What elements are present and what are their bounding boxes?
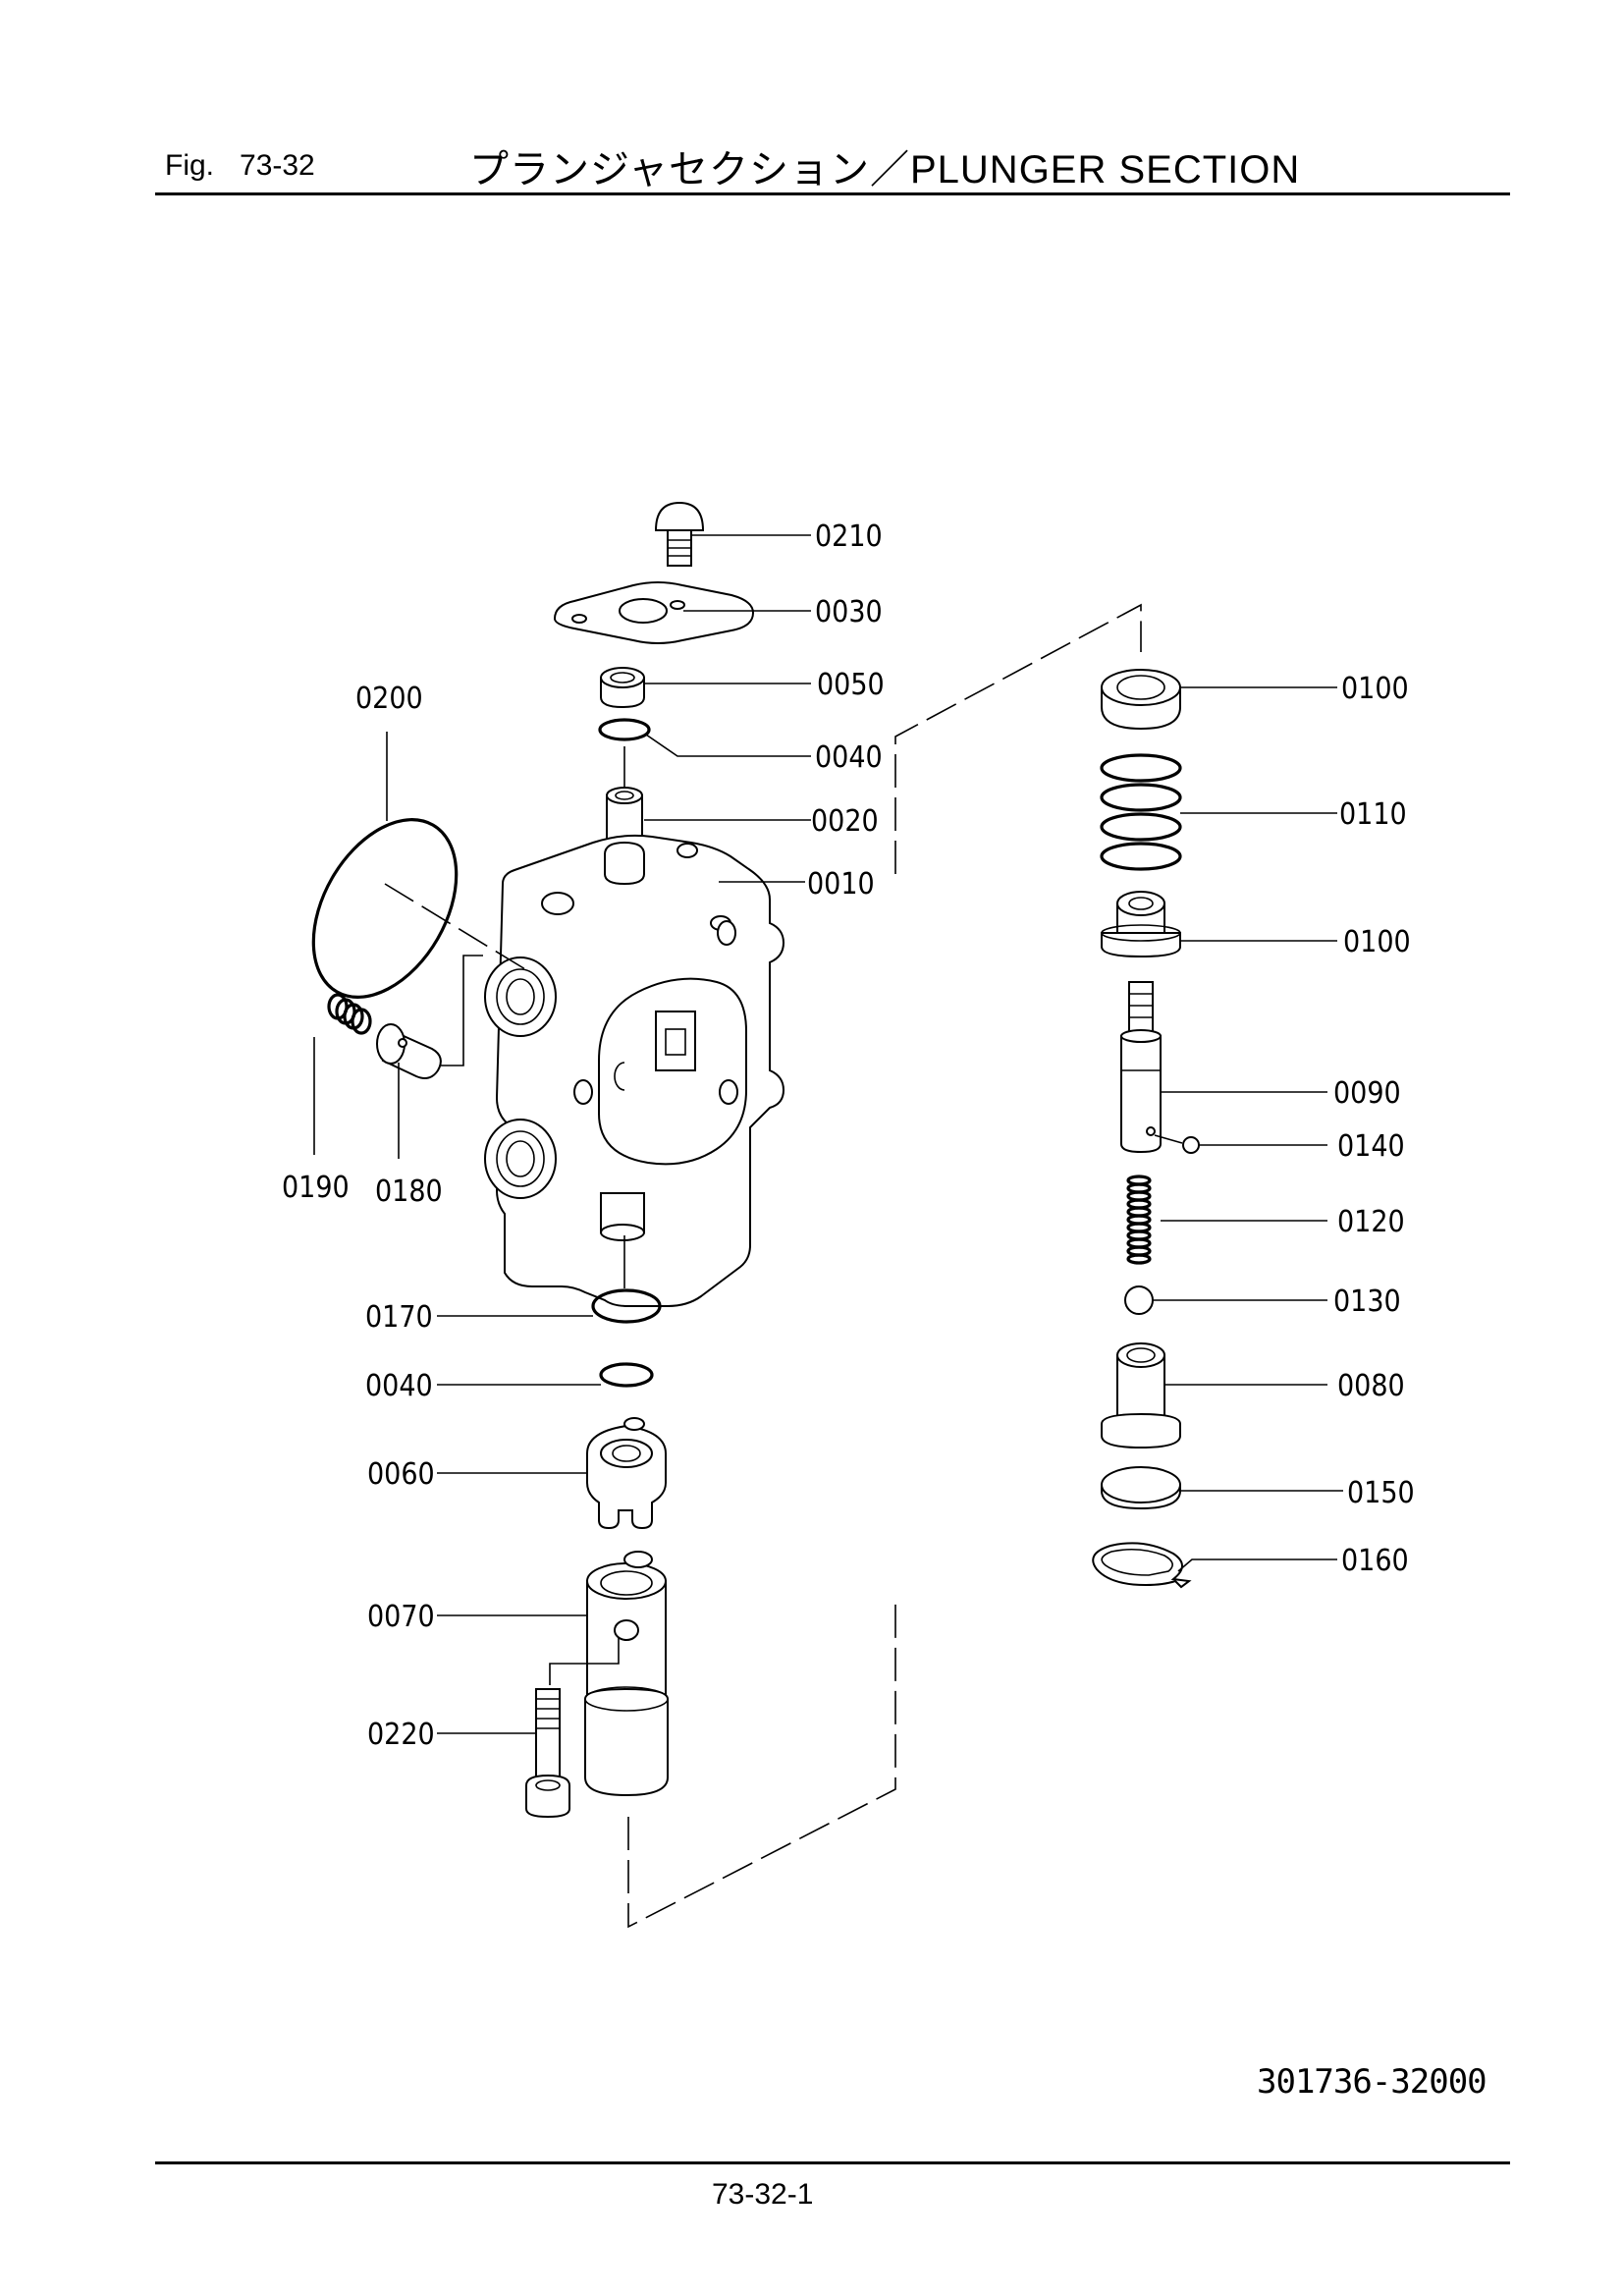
- callout-0040-bottom: 0040: [365, 1369, 433, 1403]
- disc-0150: [1101, 1466, 1181, 1510]
- callout-0080: 0080: [1337, 1369, 1405, 1403]
- callout-0160: 0160: [1341, 1544, 1409, 1578]
- callout-0060: 0060: [367, 1457, 435, 1492]
- header-rule: [155, 192, 1510, 195]
- spring-0190: [327, 993, 372, 1035]
- plug-0180: [376, 1023, 442, 1079]
- o-ring-0200: [311, 818, 459, 999]
- leader-dash-0200: [384, 883, 531, 973]
- callout-0100-bottom: 0100: [1343, 925, 1411, 959]
- spring-0120: [1126, 1175, 1152, 1265]
- page-number: 73-32-1: [712, 2178, 814, 2211]
- seat-0100-bottom: [1101, 891, 1181, 958]
- leader-0180-bracket: [440, 955, 483, 1066]
- snap-ring-0160: [1092, 1542, 1192, 1589]
- callout-0140: 0140: [1337, 1129, 1405, 1164]
- callout-0170: 0170: [365, 1300, 433, 1335]
- o-ring-0040-top: [598, 718, 651, 741]
- sleeve-0080: [1101, 1342, 1181, 1449]
- screw-0210: [654, 501, 705, 567]
- fig-prefix: Fig.: [165, 149, 215, 182]
- callout-0210: 0210: [815, 519, 883, 554]
- callout-0190: 0190: [282, 1171, 350, 1205]
- callout-0220: 0220: [367, 1718, 435, 1752]
- cover-plate-0030: [553, 581, 755, 644]
- assembly-guide-bottom: [627, 1601, 896, 1929]
- callout-0050: 0050: [817, 668, 885, 702]
- callout-0150: 0150: [1347, 1476, 1415, 1510]
- callout-0110: 0110: [1339, 797, 1407, 832]
- assembly-guide-top: [894, 603, 1142, 874]
- o-ring-0040-bottom: [599, 1362, 654, 1388]
- ball-0140: [1182, 1136, 1200, 1154]
- callout-0010: 0010: [807, 867, 875, 902]
- footer-rule: [155, 2161, 1510, 2164]
- seat-0100-top: [1101, 669, 1181, 731]
- callout-0120: 0120: [1337, 1205, 1405, 1239]
- cap-0060: [586, 1417, 667, 1530]
- spring-0110: [1100, 753, 1182, 871]
- o-ring-0170: [591, 1288, 662, 1324]
- leader-0220-bracket: [549, 1638, 620, 1685]
- callout-0040-top: 0040: [815, 740, 883, 775]
- callout-0100-top: 0100: [1341, 672, 1409, 706]
- leader-lines: [313, 534, 1343, 1734]
- callout-0020: 0020: [811, 804, 879, 839]
- callout-0200: 0200: [355, 682, 423, 716]
- document-number: 301736-32000: [1257, 2062, 1488, 2102]
- bolt-0220: [525, 1688, 570, 1819]
- stem-0090: [1120, 981, 1162, 1154]
- fig-number: 73-32: [240, 149, 315, 182]
- callout-0180: 0180: [375, 1175, 443, 1209]
- callout-0130: 0130: [1333, 1285, 1401, 1319]
- callout-0030: 0030: [815, 595, 883, 629]
- page-title: プランジャセクション／PLUNGER SECTION: [469, 148, 1301, 191]
- bushing-0050: [600, 667, 645, 709]
- figure-label: Fig. 73-32: [165, 149, 341, 183]
- callout-0070: 0070: [367, 1600, 435, 1634]
- cover-0070: [584, 1551, 669, 1797]
- ball-0130: [1124, 1285, 1154, 1315]
- callout-0090: 0090: [1333, 1076, 1401, 1111]
- valve-body-0010: [484, 834, 785, 1307]
- spring-coil: [1126, 1253, 1152, 1265]
